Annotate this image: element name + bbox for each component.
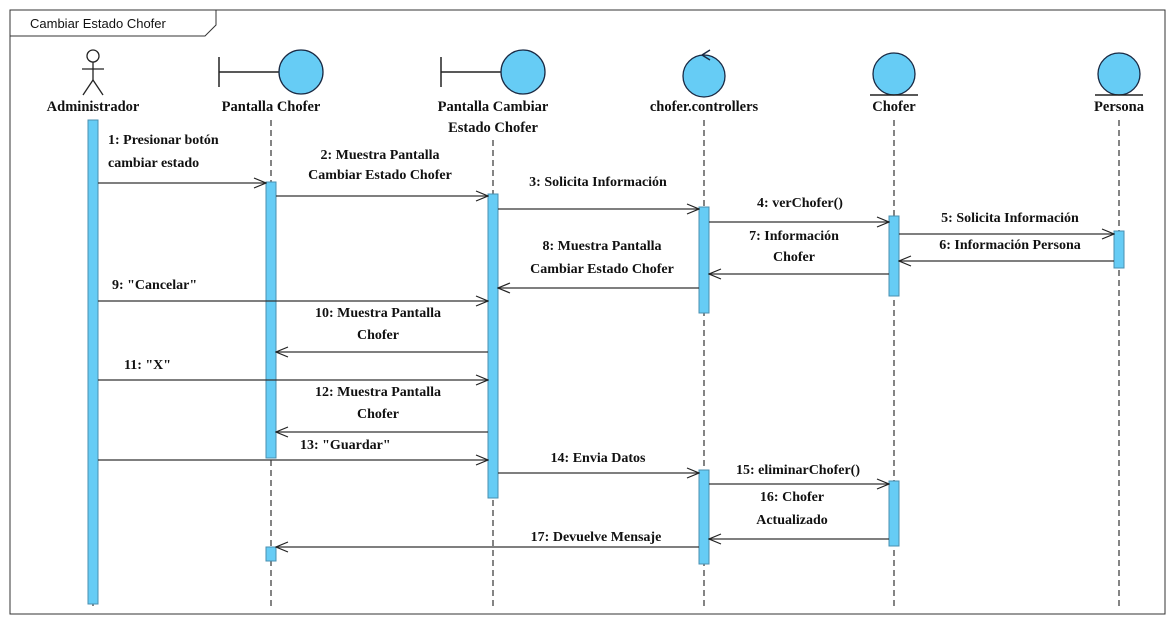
message-label-m10: 10: Muestra Pantalla — [315, 306, 441, 321]
message-label-m8: Cambiar Estado Chofer — [530, 262, 674, 277]
entity-persona-icon — [1095, 52, 1143, 96]
participant-label-admin: Administrador — [47, 99, 140, 115]
activation-bar-persona — [1113, 230, 1125, 269]
participant-label-persona: Persona — [1094, 99, 1145, 115]
participant-label-pcambiar: Pantalla Cambiar — [438, 99, 549, 115]
message-label-m14: 14: Envia Datos — [551, 451, 646, 466]
activation-bar-pcambiar — [487, 193, 499, 499]
message-label-m13: 13: "Guardar" — [300, 438, 391, 453]
activation-bar-chofer — [888, 215, 900, 297]
actor-admin-icon — [82, 49, 104, 96]
message-label-m3: 3: Solicita Información — [529, 175, 667, 190]
message-label-m7: 7: Información — [749, 229, 839, 244]
message-label-m7: Chofer — [773, 250, 815, 265]
participant-label-chofer: Chofer — [872, 99, 916, 115]
activation-bar-ctrl — [698, 206, 710, 314]
activation-bar-pchofer — [265, 181, 277, 459]
message-label-m12: Chofer — [357, 407, 399, 422]
participant-label-pchofer: Pantalla Chofer — [222, 99, 321, 115]
message-label-m6: 6: Información Persona — [939, 238, 1081, 253]
activation-bar-admin — [87, 119, 99, 605]
participant-label-pcambiar: Estado Chofer — [448, 120, 538, 136]
message-label-m8: 8: Muestra Pantalla — [543, 239, 662, 254]
message-label-m2: Cambiar Estado Chofer — [308, 168, 452, 183]
activation-bar-ctrl — [698, 469, 710, 565]
message-label-m5: 5: Solicita Información — [941, 211, 1079, 226]
control-ctrl-icon — [682, 49, 726, 98]
message-label-m9: 9: "Cancelar" — [112, 278, 197, 293]
message-label-m1: 1: Presionar botón — [108, 133, 219, 148]
message-label-m15: 15: eliminarChofer() — [736, 463, 860, 478]
activation-bar-chofer — [888, 480, 900, 547]
entity-chofer-icon — [870, 52, 918, 96]
boundary-pcambiar-icon — [440, 49, 546, 95]
frame-title: Cambiar Estado Chofer — [30, 16, 167, 31]
diagram-frame — [9, 9, 1166, 615]
message-label-m16: 16: Chofer — [760, 490, 824, 505]
message-label-m17: 17: Devuelve Mensaje — [531, 530, 662, 545]
participant-label-ctrl: chofer.controllers — [650, 99, 759, 115]
message-label-m12: 12: Muestra Pantalla — [315, 385, 441, 400]
message-label-m4: 4: verChofer() — [757, 196, 843, 211]
message-label-m1: cambiar estado — [108, 156, 199, 171]
message-label-m2: 2: Muestra Pantalla — [321, 148, 440, 163]
message-label-m10: Chofer — [357, 328, 399, 343]
message-label-m16: Actualizado — [756, 513, 828, 528]
boundary-pchofer-icon — [218, 49, 324, 95]
frame-label-tab — [10, 10, 217, 37]
activation-bar-pchofer — [265, 546, 277, 562]
message-label-m11: 11: "X" — [124, 358, 171, 373]
